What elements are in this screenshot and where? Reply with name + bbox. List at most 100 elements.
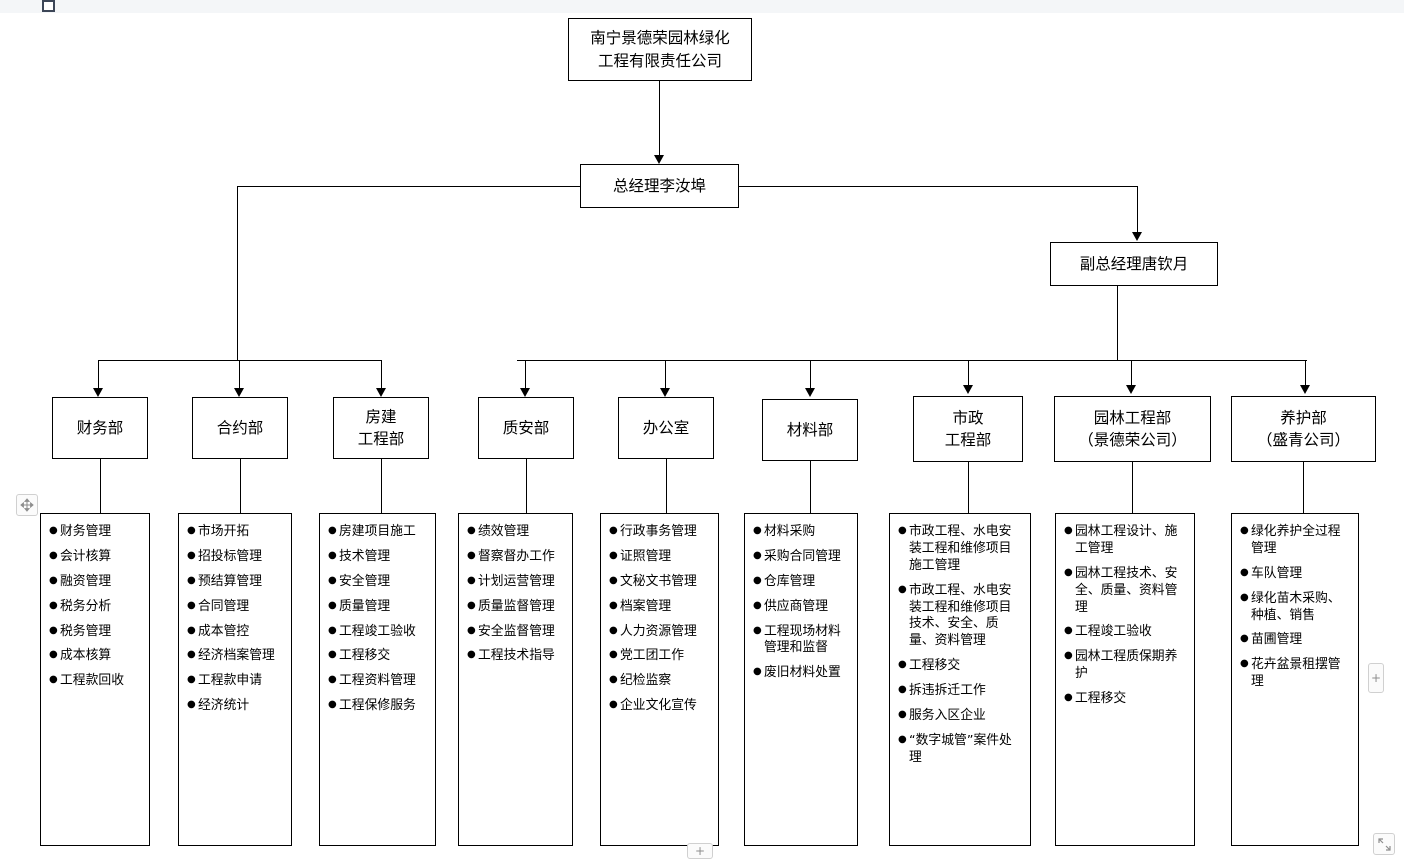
duty-panel-maintenance[interactable]: 绿化养护全过程管理车队管理绿化苗木采购、种植、销售苗圃管理花卉盆景租摆管理 (1231, 513, 1359, 846)
node-department-municipal-engineering[interactable]: 市政 工程部 (913, 396, 1023, 462)
duty-item: 采购合同管理 (753, 549, 851, 566)
move-handle[interactable] (16, 494, 38, 516)
duty-item: 经济档案管理 (187, 648, 285, 665)
node-department-landscape-engineering[interactable]: 园林工程部 （景德荣公司） (1054, 396, 1211, 462)
arrow-materials (805, 388, 815, 397)
connector-gm-to-deputy (1137, 186, 1138, 233)
bus-right-departments (517, 360, 1307, 361)
drop-landscape (1131, 360, 1132, 387)
node-company-label: 南宁景德荣园林绿化 工程有限责任公司 (590, 29, 730, 70)
selection-handle[interactable] (42, 0, 55, 12)
duty-item: 合同管理 (187, 599, 285, 616)
stem-materials (810, 461, 811, 513)
duty-panel-finance[interactable]: 财务管理会计核算融资管理税务分析税务管理成本核算工程款回收 (40, 513, 150, 846)
duty-item: 成本管控 (187, 624, 285, 641)
arrow-maintenance (1300, 385, 1310, 394)
duty-panel-landscape-engineering[interactable]: 园林工程设计、施工管理园林工程技术、安全、质量、资料管理工程竣工验收园林工程质保… (1055, 513, 1195, 846)
arrow-municipal (963, 385, 973, 394)
duty-item: 工程款申请 (187, 673, 285, 690)
duty-item: 绿化养护全过程管理 (1240, 524, 1352, 558)
duty-item: 工程现场材料管理和监督 (753, 624, 851, 658)
stem-contract (240, 459, 241, 513)
arrow-gm-to-deputy (1132, 232, 1142, 241)
node-department-contract[interactable]: 合约部 (192, 397, 288, 459)
duty-item: 园林工程设计、施工管理 (1064, 524, 1188, 558)
duty-item: 工程资料管理 (328, 673, 429, 690)
duty-item: 废旧材料处置 (753, 665, 851, 682)
duty-item: 财务管理 (49, 524, 143, 541)
duty-item: 人力资源管理 (609, 624, 712, 641)
duty-item: 市政工程、水电安装工程和维修项目施工管理 (898, 524, 1024, 575)
duty-item: 绩效管理 (467, 524, 566, 541)
stem-building (381, 459, 382, 513)
connector-gm-left (237, 186, 581, 187)
stem-office (666, 459, 667, 513)
department-title-office: 办公室 (642, 418, 690, 437)
duty-item: 拆违拆迁工作 (898, 683, 1024, 700)
duty-item: 技术管理 (328, 549, 429, 566)
drop-municipal (968, 360, 969, 387)
drop-finance (98, 360, 99, 390)
resize-handle[interactable] (1373, 833, 1395, 855)
duty-panel-building-engineering[interactable]: 房建项目施工技术管理安全管理质量管理工程竣工验收工程移交工程资料管理工程保修服务 (319, 513, 436, 846)
duty-item: 督察督办工作 (467, 549, 566, 566)
duty-item: 工程移交 (898, 658, 1024, 675)
node-general-manager-label: 总经理李汝埠 (612, 176, 706, 195)
duty-item: 工程保修服务 (328, 698, 429, 715)
duty-panel-municipal-engineering[interactable]: 市政工程、水电安装工程和维修项目施工管理市政工程、水电安装工程和维修项目技术、安… (889, 513, 1031, 846)
duty-item: 计划运营管理 (467, 574, 566, 591)
node-department-finance[interactable]: 财务部 (52, 397, 148, 459)
duty-item: 会计核算 (49, 549, 143, 566)
add-node-right-button[interactable]: + (1368, 663, 1384, 693)
stem-maintenance (1303, 462, 1304, 513)
add-node-below-label: + (694, 844, 706, 858)
node-department-materials[interactable]: 材料部 (762, 399, 858, 461)
department-title-materials: 材料部 (786, 420, 834, 439)
bus-left-departments (98, 360, 382, 361)
duty-list-building-engineering: 房建项目施工技术管理安全管理质量管理工程竣工验收工程移交工程资料管理工程保修服务 (328, 524, 429, 715)
duty-list-municipal-engineering: 市政工程、水电安装工程和维修项目施工管理市政工程、水电安装工程和维修项目技术、安… (898, 524, 1024, 767)
department-title-contract: 合约部 (216, 418, 264, 437)
duty-item: 档案管理 (609, 599, 712, 616)
node-department-building-engineering[interactable]: 房建 工程部 (333, 397, 429, 459)
duty-panel-quality-safety[interactable]: 绩效管理督察督办工作计划运营管理质量监督管理安全监督管理工程技术指导 (458, 513, 573, 846)
stem-municipal (968, 462, 969, 513)
arrow-contract (234, 388, 244, 397)
add-node-below-button[interactable]: + (687, 843, 713, 859)
duty-panel-contract[interactable]: 市场开拓招投标管理预结算管理合同管理成本管控经济档案管理工程款申请经济统计 (178, 513, 292, 846)
node-department-maintenance[interactable]: 养护部 （盛青公司） (1231, 396, 1376, 462)
duty-item: 工程竣工验收 (328, 624, 429, 641)
node-deputy-manager[interactable]: 副总经理唐钦月 (1050, 242, 1218, 286)
department-title-municipal-engineering: 市政 工程部 (944, 408, 992, 449)
connector-gm-left-drop (237, 186, 238, 360)
duty-list-materials: 材料采购采购合同管理仓库管理供应商管理工程现场材料管理和监督废旧材料处置 (753, 524, 851, 682)
duty-item: 证照管理 (609, 549, 712, 566)
duty-item: 市政工程、水电安装工程和维修项目技术、安全、质量、资料管理 (898, 583, 1024, 651)
duty-item: 纪检监察 (609, 673, 712, 690)
duty-item: 成本核算 (49, 648, 143, 665)
duty-item: 工程竣工验收 (1064, 624, 1188, 641)
duty-panel-materials[interactable]: 材料采购采购合同管理仓库管理供应商管理工程现场材料管理和监督废旧材料处置 (744, 513, 858, 846)
duty-item: 绿化苗木采购、种植、销售 (1240, 591, 1352, 625)
drop-materials (810, 360, 811, 390)
node-department-quality-safety[interactable]: 质安部 (478, 397, 574, 459)
duty-item: 车队管理 (1240, 566, 1352, 583)
department-title-landscape-engineering: 园林工程部 （景德荣公司） (1078, 408, 1187, 449)
node-company[interactable]: 南宁景德荣园林绿化 工程有限责任公司 (568, 18, 752, 81)
duty-list-contract: 市场开拓招投标管理预结算管理合同管理成本管控经济档案管理工程款申请经济统计 (187, 524, 285, 715)
duty-item: 园林工程技术、安全、质量、资料管理 (1064, 566, 1188, 617)
node-general-manager[interactable]: 总经理李汝埠 (580, 164, 739, 208)
node-deputy-manager-label: 副总经理唐钦月 (1079, 254, 1189, 273)
duty-item: 供应商管理 (753, 599, 851, 616)
drop-office (665, 360, 666, 390)
connector-company-to-gm (659, 81, 660, 156)
duty-item: 仓库管理 (753, 574, 851, 591)
arrow-building (376, 388, 386, 397)
duty-item: 苗圃管理 (1240, 632, 1352, 649)
duty-item: 党工团工作 (609, 648, 712, 665)
duty-panel-office[interactable]: 行政事务管理证照管理文秘文书管理档案管理人力资源管理党工团工作纪检监察企业文化宣… (600, 513, 719, 846)
duty-item: 税务分析 (49, 599, 143, 616)
duty-item: 经济统计 (187, 698, 285, 715)
node-department-office[interactable]: 办公室 (618, 397, 714, 459)
duty-item: “数字城管”案件处理 (898, 733, 1024, 767)
